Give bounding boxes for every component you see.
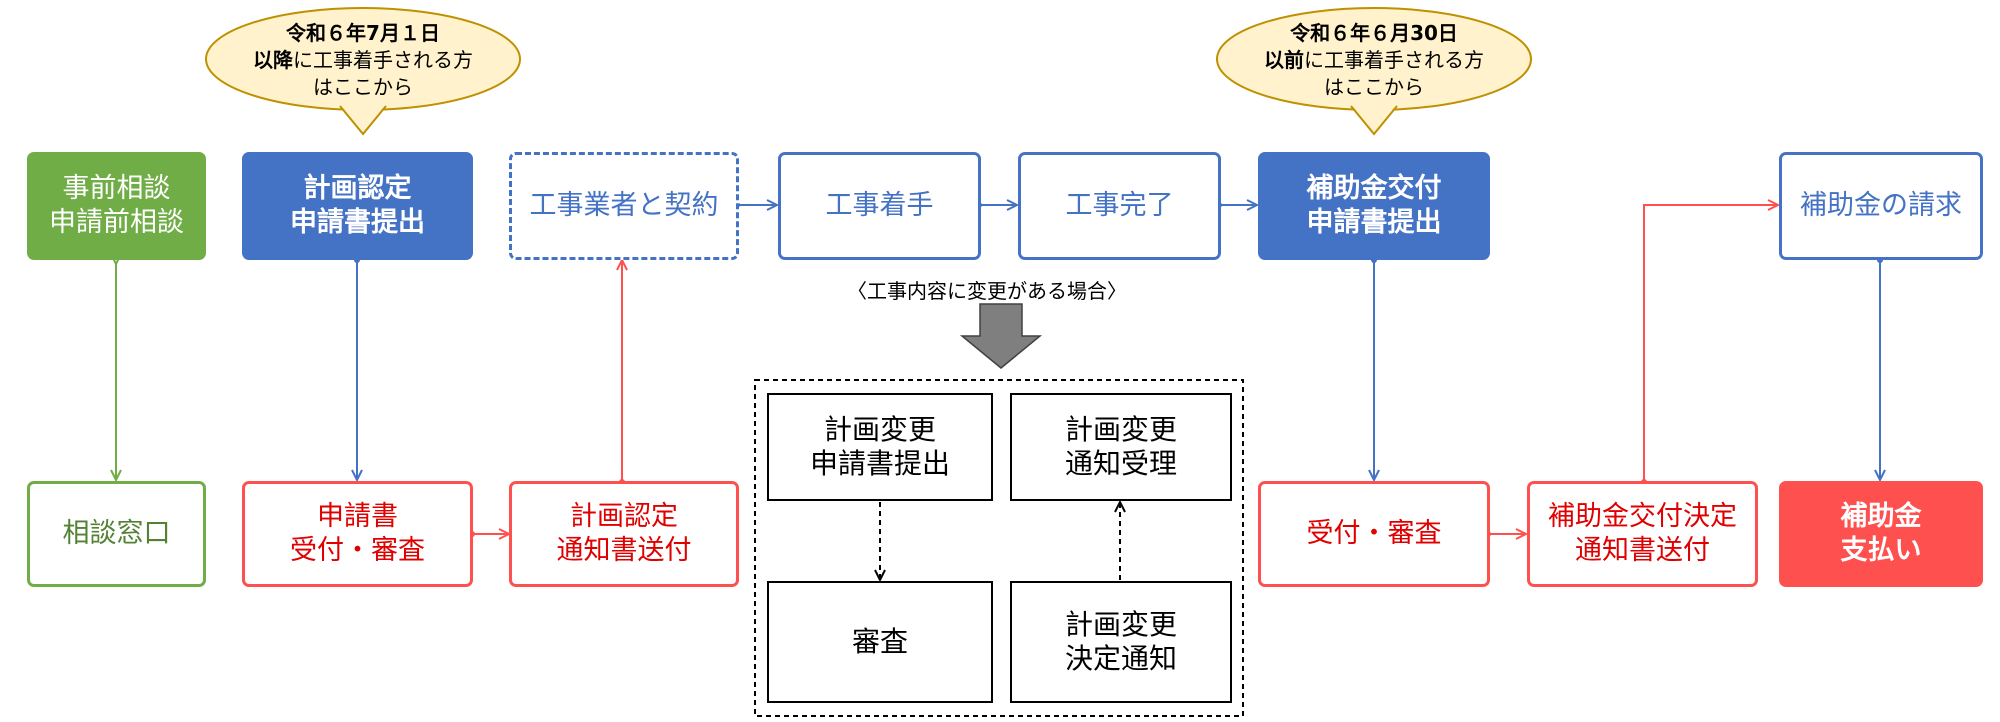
plan-change-review-box[interactable]: 審査 (767, 581, 993, 703)
bubble-right-date: 令和６年６月30日 (1290, 21, 1458, 45)
subsidy-payment-box[interactable]: 補助金 支払い (1779, 481, 1983, 587)
bubble-right-emphasis: 以前 (1264, 48, 1304, 72)
contractor-agreement-box[interactable]: 工事業者と契約 (509, 152, 739, 260)
plan-certification-notice-box[interactable]: 計画認定 通知書送付 (509, 481, 739, 587)
bubble-right-text: 令和６年６月30日 以前に工事着手される方 はここから (1224, 20, 1524, 101)
plan-change-submit-box[interactable]: 計画変更 申請書提出 (767, 393, 993, 501)
change-case-note: 〈工事内容に変更がある場合〉 (847, 279, 1127, 303)
bubble-right-condition: に工事着手される方 (1304, 48, 1484, 72)
plan-change-decision-box[interactable]: 計画変更 決定通知 (1010, 581, 1232, 703)
bubble-left-date: 令和６年7月１日 (286, 21, 440, 45)
bubble-right-start-here: はここから (1324, 75, 1424, 99)
consultation-window-box[interactable]: 相談窓口 (27, 481, 206, 587)
change-flow-container (754, 379, 1244, 717)
construction-complete-box[interactable]: 工事完了 (1018, 152, 1221, 260)
plan-certification-submit-box[interactable]: 計画認定 申請書提出 (242, 152, 473, 260)
bubble-left-text: 令和６年7月１日 以降に工事着手される方 はここから (213, 20, 513, 101)
bubble-left-condition: に工事着手される方 (293, 48, 473, 72)
application-receipt-review-box[interactable]: 申請書 受付・審査 (242, 481, 473, 587)
down-arrow-icon (959, 303, 1043, 369)
speech-bubble-left (205, 7, 521, 136)
construction-start-box[interactable]: 工事着手 (778, 152, 981, 260)
subsidy-request-box[interactable]: 補助金の請求 (1779, 152, 1983, 260)
pre-consultation-box[interactable]: 事前相談 申請前相談 (27, 152, 206, 260)
bubble-left-emphasis: 以降 (253, 48, 293, 72)
bubble-left-start-here: はここから (313, 75, 413, 99)
plan-change-receipt-box[interactable]: 計画変更 通知受理 (1010, 393, 1232, 501)
decision-to-request-connector (1643, 205, 1778, 482)
subsidy-decision-notice-box[interactable]: 補助金交付決定 通知書送付 (1527, 481, 1758, 587)
speech-bubble-right (1216, 7, 1532, 136)
subsidy-receipt-review-box[interactable]: 受付・審査 (1258, 481, 1490, 587)
subsidy-application-submit-box[interactable]: 補助金交付 申請書提出 (1258, 152, 1490, 260)
